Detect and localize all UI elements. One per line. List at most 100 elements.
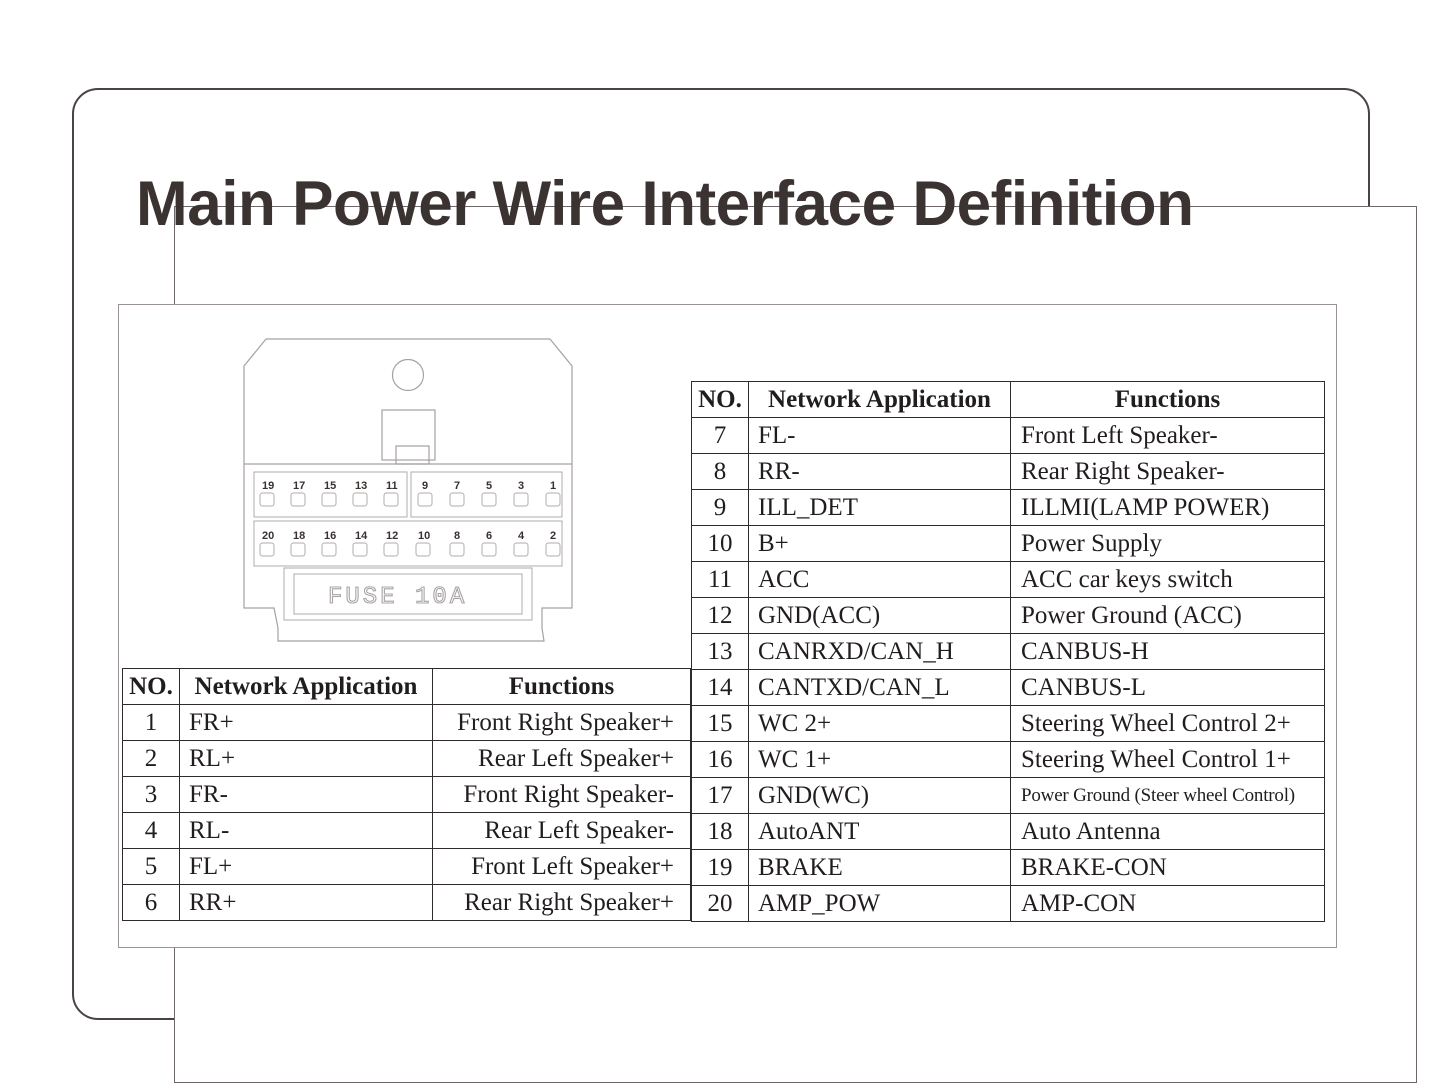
pin-label: 15 (324, 480, 336, 492)
pin-label: 16 (324, 530, 336, 542)
page-title: Main Power Wire Interface Definition (136, 169, 1194, 239)
pin-label: 1 (550, 480, 556, 492)
table-header-row: NO. Network Application Functions (122, 668, 691, 705)
pin-group-bottom: 20 18 16 14 12 10 8 6 4 2 (259, 530, 561, 557)
cell-function: Rear Right Speaker+ (432, 884, 691, 921)
pin-label: 9 (422, 480, 428, 492)
cell-no: 13 (691, 633, 749, 670)
pin-label: 3 (518, 480, 524, 492)
cell-network-application: B+ (748, 525, 1011, 562)
cell-function: Rear Left Speaker+ (432, 740, 691, 777)
cell-network-application: FR- (179, 776, 433, 813)
cell-network-application: BRAKE (748, 849, 1011, 886)
pin-group-top-left: 19 17 15 13 11 (259, 480, 399, 507)
cell-no: 18 (691, 813, 749, 850)
cell-network-application: ACC (748, 561, 1011, 598)
cell-no: 12 (691, 597, 749, 634)
cell-function: CANBUS-L (1010, 669, 1325, 706)
cell-function: Front Left Speaker+ (432, 848, 691, 885)
cell-no: 3 (122, 776, 180, 813)
table-header-row: NO. Network Application Functions (691, 381, 1325, 418)
pin-label: 19 (262, 480, 274, 492)
pin-label: 17 (293, 480, 305, 492)
cell-no: 6 (122, 884, 180, 921)
cell-function: Front Left Speaker- (1010, 417, 1325, 454)
cell-function: AMP-CON (1010, 885, 1325, 922)
cell-function: Rear Right Speaker- (1010, 453, 1325, 490)
pin-group-top-right: 9 7 5 3 1 (417, 480, 561, 507)
cell-no: 16 (691, 741, 749, 778)
cell-no: 14 (691, 669, 749, 706)
cell-network-application: CANRXD/CAN_H (748, 633, 1011, 670)
cell-no: 15 (691, 705, 749, 742)
pin-label: 5 (486, 480, 492, 492)
cell-function: CANBUS-H (1010, 633, 1325, 670)
fuse-label: FUSE 10A (328, 584, 467, 611)
pin-label: 20 (262, 530, 274, 542)
cell-function: Steering Wheel Control 2+ (1010, 705, 1325, 742)
header-network-application: Network Application (179, 668, 433, 705)
cell-no: 8 (691, 453, 749, 490)
cell-no: 20 (691, 885, 749, 922)
pin-label: 11 (386, 480, 398, 492)
pin-label: 2 (550, 530, 556, 542)
cell-function: BRAKE-CON (1010, 849, 1325, 886)
cell-function: Power Ground (ACC) (1010, 597, 1325, 634)
pin-label: 14 (355, 530, 368, 542)
cell-network-application: GND(WC) (748, 777, 1011, 814)
cell-network-application: AMP_POW (748, 885, 1011, 922)
pin-label: 7 (454, 480, 460, 492)
cell-network-application: CANTXD/CAN_L (748, 669, 1011, 706)
header-no: NO. (691, 381, 749, 418)
cell-no: 2 (122, 740, 180, 777)
cell-function: Auto Antenna (1010, 813, 1325, 850)
cell-network-application: RR- (748, 453, 1011, 490)
cell-function: Rear Left Speaker- (432, 812, 691, 849)
pin-label: 12 (386, 530, 398, 542)
header-functions: Functions (1010, 381, 1325, 418)
cell-function: Steering Wheel Control 1+ (1010, 741, 1325, 778)
pin-label: 4 (518, 530, 525, 542)
cell-no: 7 (691, 417, 749, 454)
cell-function: ACC car keys switch (1010, 561, 1325, 598)
header-functions: Functions (432, 668, 691, 705)
cell-function: Front Right Speaker- (432, 776, 691, 813)
cell-no: 11 (691, 561, 749, 598)
connector-illustration: 19 17 15 13 11 9 7 5 3 1 20 (222, 336, 594, 654)
cell-no: 10 (691, 525, 749, 562)
cell-network-application: RL+ (179, 740, 433, 777)
pin-label: 13 (355, 480, 367, 492)
header-network-application: Network Application (748, 381, 1011, 418)
cell-no: 19 (691, 849, 749, 886)
cell-network-application: FL- (748, 417, 1011, 454)
cell-network-application: RL- (179, 812, 433, 849)
pin-label: 10 (418, 530, 430, 542)
pin-label: 6 (486, 530, 492, 542)
cell-network-application: AutoANT (748, 813, 1011, 850)
cell-no: 17 (691, 777, 749, 814)
cell-no: 9 (691, 489, 749, 526)
cell-no: 4 (122, 812, 180, 849)
cell-network-application: RR+ (179, 884, 433, 921)
cell-network-application: WC 2+ (748, 705, 1011, 742)
